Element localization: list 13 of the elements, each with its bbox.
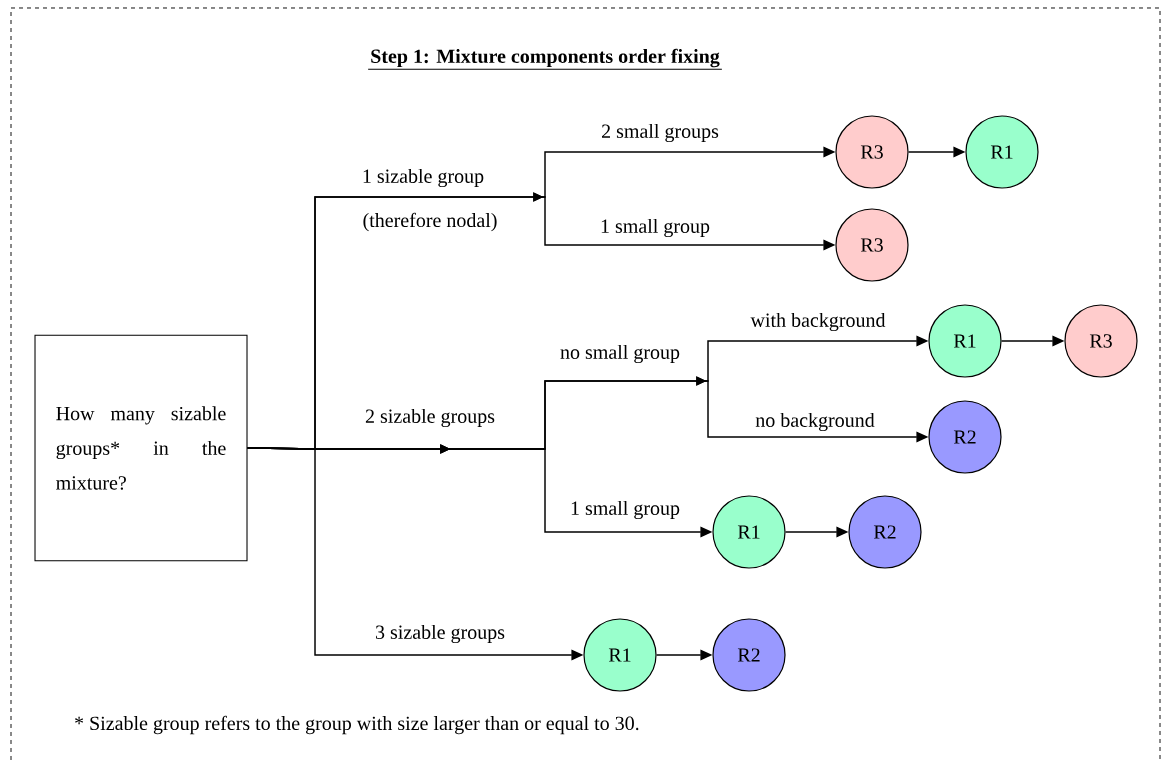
footnote: * Sizable group refers to the group with size larger than or equal to 30. xyxy=(72,714,641,736)
branch-label: 1 sizable group xyxy=(360,167,486,189)
edge-label: 2 small groups xyxy=(599,122,721,144)
branch-label: 2 sizable groups xyxy=(363,407,497,429)
branch-label: (therefore nodal) xyxy=(361,211,499,233)
question-box: How many sizable groups* in the mixture? xyxy=(34,334,248,562)
edge-label: with background xyxy=(749,311,887,333)
edge-label: 1 small group xyxy=(568,499,682,521)
edge-label: no background xyxy=(753,411,877,433)
title: Step 1: Mixture components order fixing xyxy=(367,48,723,70)
edge-label: 3 sizable groups xyxy=(373,623,507,645)
edge-label: 1 small group xyxy=(598,217,712,239)
branch-label: no small group xyxy=(558,343,682,365)
